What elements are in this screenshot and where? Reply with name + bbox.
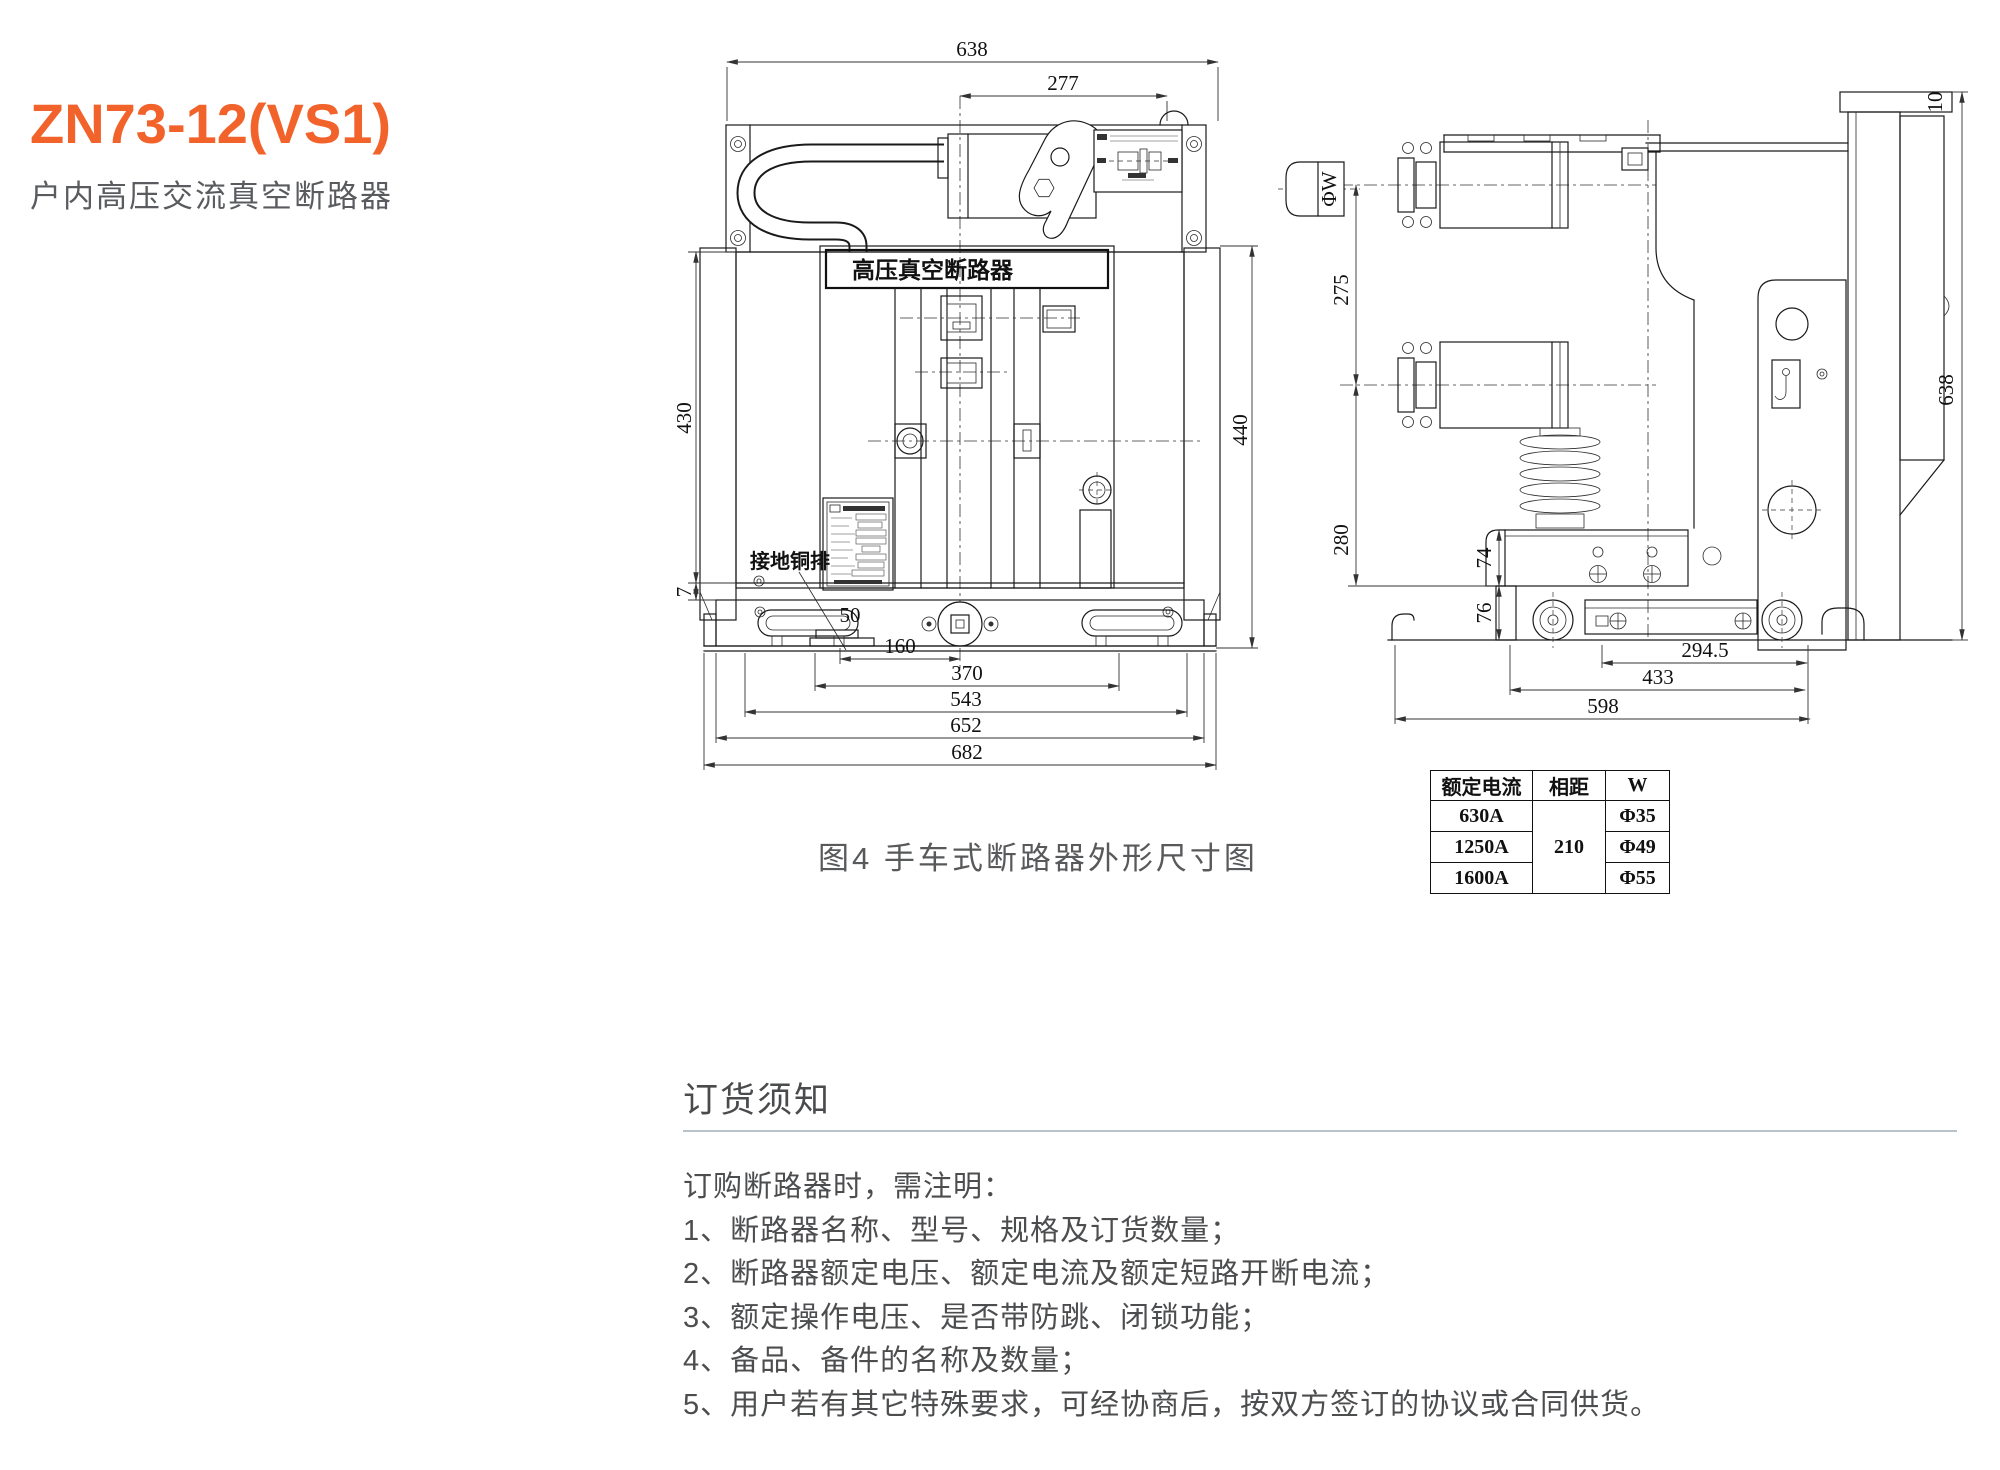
interlock-tube (736, 143, 944, 252)
ordering-item-3: 3、额定操作电压、是否带防跳、闭锁功能； (683, 1301, 1271, 1334)
ordering-item-4: 4、备品、备件的名称及数量； (683, 1345, 1091, 1377)
front-dim-440: 440 (1228, 414, 1252, 446)
ordering-item-2: 2、断路器额定电压、额定电流及额定短路开断电流； (683, 1258, 1391, 1290)
lower-pole (1340, 341, 1656, 429)
section-divider (683, 1130, 1957, 1132)
front-dim-652: 652 (950, 713, 982, 737)
front-dim-277: 277 (1047, 71, 1079, 95)
side-dim-598: 598 (1587, 694, 1619, 718)
note-box (1093, 129, 1183, 193)
product-code: ZN73-12(VS1) (30, 92, 392, 155)
front-view: 638 277 (672, 37, 1258, 770)
front-dim-638: 638 (956, 37, 988, 61)
upper-pole (1340, 141, 1656, 229)
ordering-item-5: 5、用户若有其它特殊要求，可经协商后，按双方签订的协议或合同供货。 (683, 1388, 1661, 1421)
mounting-bracket (1485, 529, 1689, 641)
side-view: 10 (1278, 91, 1968, 724)
table-row: 630A 210 Φ35 (1430, 800, 1670, 894)
cell-current-630: 630A (1430, 800, 1533, 832)
cell-current-1250: 1250A (1430, 831, 1533, 863)
cell-w-49: Φ49 (1605, 831, 1670, 863)
figure-caption: 图4 手车式断路器外形尺寸图 (818, 841, 1258, 876)
ordering-item-1: 1、断路器名称、型号、规格及订货数量； (683, 1214, 1241, 1247)
side-dim-294: 294.5 (1681, 638, 1728, 662)
front-dim-682: 682 (951, 740, 983, 764)
side-dim-76: 76 (1472, 603, 1496, 624)
ordering-intro: 订购断路器时，需注明： (683, 1171, 1014, 1203)
trolley-base (1387, 592, 1953, 648)
side-dim-10: 10 (1923, 92, 1947, 113)
cell-current-1600: 1600A (1430, 862, 1533, 894)
lift-hook-icon (1771, 359, 1801, 409)
cell-phase-distance: 210 (1532, 800, 1606, 894)
front-dim-7: 7 (672, 587, 696, 598)
side-dim-275: 275 (1329, 274, 1353, 306)
spec-table: 额定电流 相距 W 630A 210 Φ35 1250A Φ49 1600A Φ… (1430, 770, 1670, 894)
side-dim-phiW: ΦW (1317, 171, 1341, 206)
table-row: 1250A Φ49 (1430, 831, 1670, 863)
dimension-drawing: 638 277 (672, 37, 1968, 770)
spec-table-header-row: 额定电流 相距 W (1430, 770, 1670, 801)
nameplate (822, 497, 894, 591)
ordering-heading: 订货须知 (683, 1081, 832, 1120)
side-dim-280: 280 (1329, 524, 1353, 556)
hook-icon (1018, 120, 1102, 239)
product-name: 户内高压交流真空断路器 (30, 179, 393, 214)
panel-title: 高压真空断路器 (852, 257, 1014, 283)
cell-w-55: Φ55 (1605, 862, 1670, 894)
front-dim-50: 50 (840, 603, 861, 627)
side-dim-638: 638 (1934, 374, 1958, 406)
corner-screws (730, 136, 1202, 246)
ground-label: 接地铜排 (750, 549, 830, 573)
col-phase-distance: 相距 (1532, 770, 1606, 801)
front-dim-160: 160 (884, 634, 916, 658)
side-dim-433: 433 (1642, 665, 1674, 689)
front-dim-370: 370 (951, 661, 983, 685)
ordering-notes: 订购断路器时，需注明： 1、断路器名称、型号、规格及订货数量； 2、断路器额定电… (683, 1166, 1993, 1427)
col-w: W (1605, 770, 1670, 801)
col-rated-current: 额定电流 (1430, 770, 1533, 801)
phi-w-detail: ΦW (1278, 161, 1360, 217)
front-dim-430: 430 (672, 402, 696, 434)
carriage (703, 599, 1217, 652)
table-row: 1600A Φ55 (1430, 862, 1670, 894)
bellows (1519, 427, 1601, 529)
side-dim-74: 74 (1472, 547, 1496, 569)
front-dim-543: 543 (950, 687, 982, 711)
cell-w-35: Φ35 (1605, 800, 1670, 832)
